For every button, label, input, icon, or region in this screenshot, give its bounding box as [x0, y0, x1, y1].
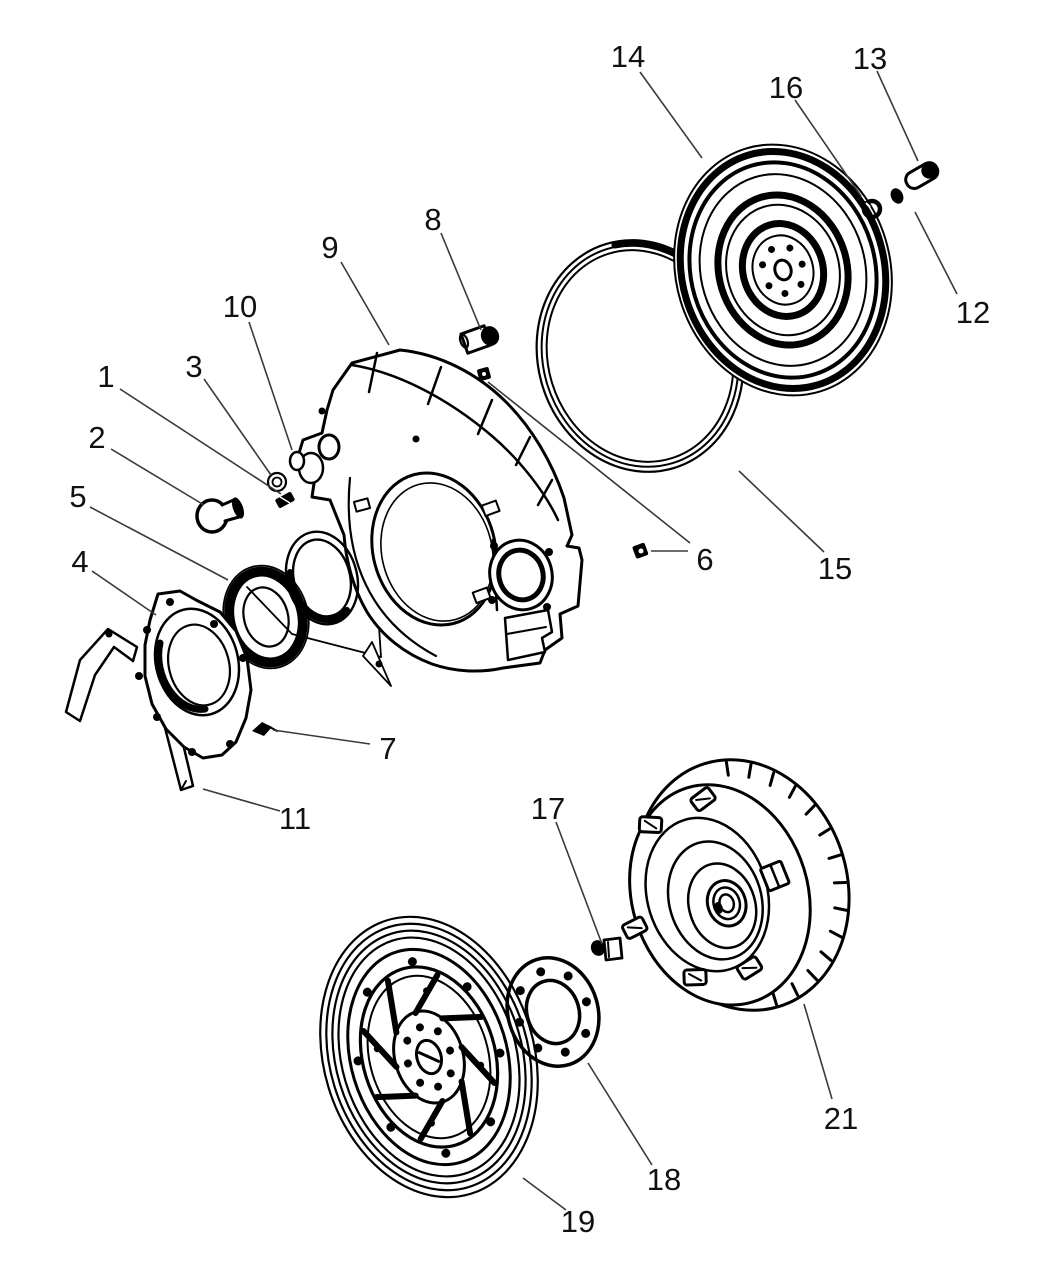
callout-11: 11	[202, 788, 311, 836]
callout-7-label: 7	[379, 731, 396, 766]
stud-bolt	[275, 492, 295, 508]
callout-13: 13	[853, 41, 919, 162]
callouts: 1 2 3 4 5 6 7 8	[69, 39, 990, 1239]
housing-flange	[488, 538, 554, 662]
dowel-bolt	[252, 722, 278, 736]
callout-4-label: 4	[71, 544, 88, 579]
callout-7: 7	[272, 729, 397, 766]
spacer-holes	[515, 967, 591, 1057]
converter-bolt	[590, 936, 624, 962]
callout-3: 3	[185, 349, 272, 476]
housing-ribs	[367, 351, 554, 507]
callout-12: 12	[914, 211, 990, 330]
callout-2: 2	[88, 420, 205, 506]
callout-9: 9	[321, 230, 390, 346]
cup-plug	[195, 497, 245, 534]
callout-19-label: 19	[561, 1204, 595, 1239]
hub-bolt-holes	[403, 1023, 455, 1091]
o-ring	[266, 471, 288, 493]
damper-rivets	[373, 987, 485, 1127]
callout-16-label: 16	[769, 70, 803, 105]
converter-rim-ribs	[724, 760, 849, 1007]
callout-4: 4	[71, 544, 157, 616]
flywheel-bolt	[904, 161, 940, 190]
callout-3-label: 3	[185, 349, 202, 384]
callout-8: 8	[424, 202, 482, 331]
flywheel-housing	[288, 348, 584, 673]
flywheel-bolt-holes	[759, 244, 806, 297]
callout-15-label: 15	[818, 551, 852, 586]
callout-12-label: 12	[956, 295, 990, 330]
flywheel	[673, 143, 893, 397]
callout-11-label: 11	[279, 801, 311, 836]
callout-18: 18	[587, 1062, 681, 1197]
seal-retainer	[135, 589, 253, 760]
callout-18-label: 18	[647, 1162, 681, 1197]
converter-lugs	[621, 786, 791, 987]
callout-14: 14	[611, 39, 703, 159]
callout-16: 16	[769, 70, 862, 197]
retainer-bolt-bumps	[135, 598, 247, 756]
callout-21: 21	[803, 1003, 858, 1136]
flexplate	[319, 915, 539, 1199]
torque-converter	[621, 758, 851, 1012]
callout-5-label: 5	[69, 479, 86, 514]
callout-9-label: 9	[321, 230, 338, 265]
callout-2-label: 2	[88, 420, 105, 455]
callout-5: 5	[69, 479, 229, 581]
callout-14-label: 14	[611, 39, 645, 74]
callout-17-label: 17	[531, 791, 565, 826]
housing-bolt	[458, 324, 500, 355]
housing-bosses	[288, 407, 420, 485]
callout-8-label: 8	[424, 202, 441, 237]
callout-10-label: 10	[223, 289, 257, 324]
spacer-plate	[505, 956, 601, 1068]
callout-19: 19	[522, 1177, 595, 1239]
callout-10: 10	[223, 289, 293, 451]
housing-nut	[477, 367, 491, 381]
callout-13-label: 13	[853, 41, 887, 76]
callout-6-label: 6	[696, 542, 713, 577]
washer	[861, 198, 883, 220]
callout-1: 1	[97, 359, 282, 495]
callout-17: 17	[531, 791, 603, 945]
callout-6: 6	[487, 381, 714, 577]
flywheel-nut	[890, 188, 904, 204]
converter-hub	[705, 879, 748, 928]
callout-21-label: 21	[824, 1101, 858, 1136]
callout-1-label: 1	[97, 359, 114, 394]
nut	[632, 542, 649, 559]
callout-15: 15	[738, 470, 852, 586]
